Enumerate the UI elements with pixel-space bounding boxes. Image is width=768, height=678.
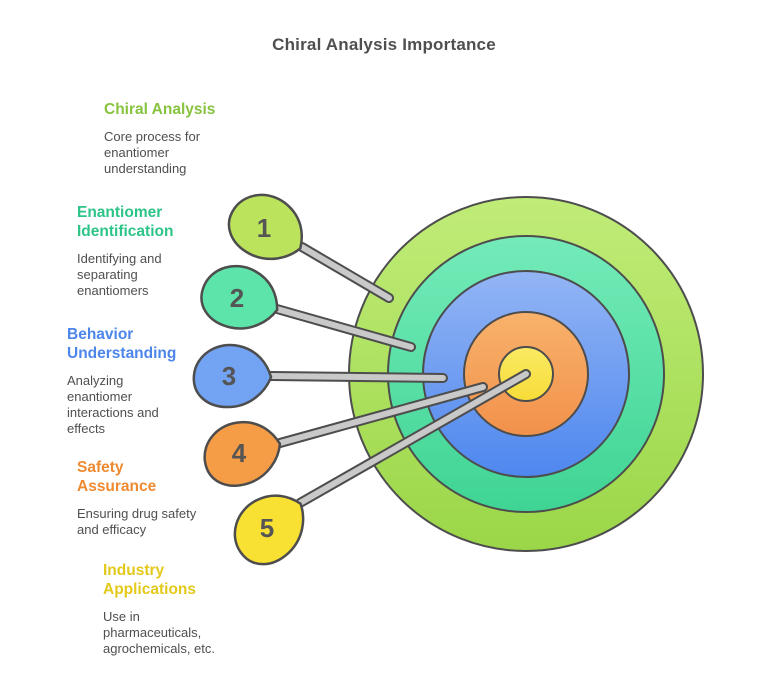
pin-5-shape <box>233 494 305 566</box>
label-block-chiral-analysis: Chiral Analysis Core process for enantio… <box>104 100 224 177</box>
label-description-safety-assurance: Ensuring drug safety and efficacy <box>77 506 197 537</box>
pin-2-number: 2 <box>230 283 244 313</box>
label-description-industry-applications: Use in pharmaceuticals, agrochemicals, e… <box>103 609 215 656</box>
label-heading-industry-applications: Industry Applications <box>103 562 197 598</box>
label-description-behavior-understanding: Analyzing enantiomer interactions and ef… <box>67 373 159 436</box>
pin-1: 1 <box>227 193 304 261</box>
label-heading-behavior-understanding: Behavior Understanding <box>67 326 177 362</box>
label-block-safety-assurance: Safety Assurance Ensuring drug safety an… <box>77 458 215 538</box>
label-description-chiral-analysis: Core process for enantiomer understandin… <box>104 129 201 176</box>
pin-2-shape <box>200 264 279 330</box>
label-block-industry-applications: Industry Applications Use in pharmaceuti… <box>103 561 229 657</box>
label-heading-chiral-analysis: Chiral Analysis <box>104 101 216 118</box>
connector-line-2 <box>272 304 416 352</box>
page-title: Chiral Analysis Importance <box>272 35 496 54</box>
label-description-enantiomer-identification: Identifying and separating enantiomers <box>77 251 162 298</box>
label-block-behavior-understanding: Behavior Understanding Analyzing enantio… <box>67 325 187 437</box>
label-heading-enantiomer-identification: Enantiomer Identification <box>77 204 174 240</box>
pin-3: 3 <box>192 343 273 409</box>
connector-line-3 <box>266 371 448 383</box>
pin-4-shape <box>203 420 282 487</box>
pin-4-number: 4 <box>232 438 247 468</box>
connector-line-1 <box>297 242 394 303</box>
pin-2: 2 <box>200 264 279 330</box>
pin-4: 4 <box>203 420 282 487</box>
label-heading-safety-assurance: Safety Assurance <box>77 459 157 495</box>
pin-3-shape <box>192 343 273 409</box>
pin-1-shape <box>227 193 304 261</box>
pin-5-number: 5 <box>260 513 274 543</box>
connector-line-5 <box>295 369 531 508</box>
label-block-enantiomer-identification: Enantiomer Identification Identifying an… <box>77 203 195 299</box>
pin-5: 5 <box>233 494 305 566</box>
pin-1-number: 1 <box>257 213 271 243</box>
connector-line-4 <box>275 382 488 448</box>
pin-3-number: 3 <box>222 361 236 391</box>
